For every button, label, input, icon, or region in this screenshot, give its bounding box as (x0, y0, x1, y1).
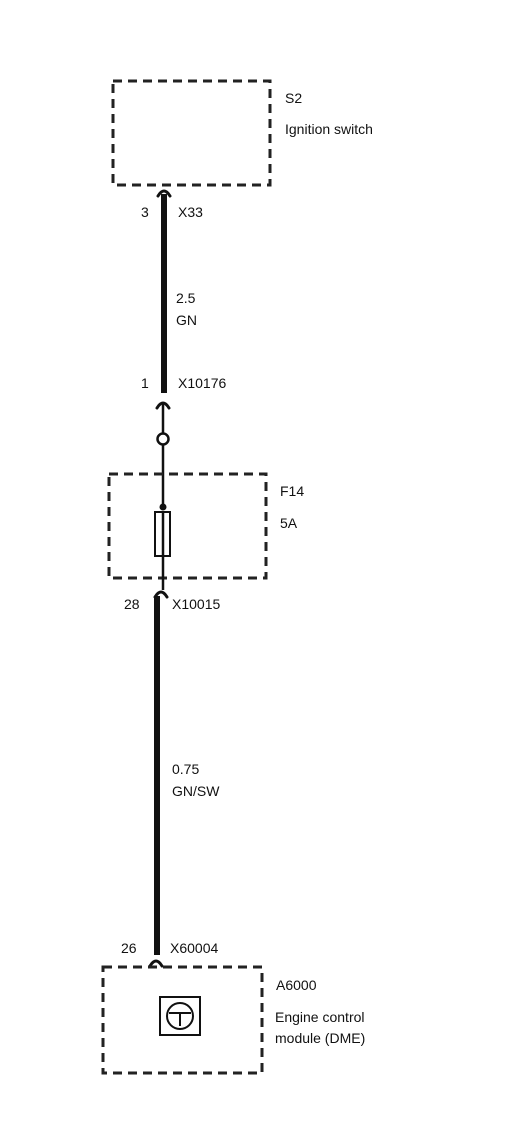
ignition-switch-id: S2 (285, 90, 302, 106)
connector-x60004-pin: 26 (121, 940, 137, 956)
fuse-terminal-dot (159, 503, 167, 511)
connector-x33-symbol (156, 189, 172, 198)
fuse-box (107, 472, 268, 580)
connector-x10015: 28 X10015 (124, 590, 220, 612)
fuse-rating: 5A (280, 515, 298, 531)
connector-x33-id: X33 (178, 204, 203, 220)
connector-x10015-id: X10015 (172, 596, 220, 612)
ecm-input-symbol (159, 996, 201, 1036)
ecm-input-frame (159, 996, 201, 1036)
ignition-switch-component: S2 Ignition switch (111, 79, 373, 187)
fuse-component: F14 5A (107, 472, 304, 590)
connector-x60004-symbol (148, 959, 164, 968)
ecm-name-line1: Engine control (275, 1009, 365, 1025)
wire-1: 2.5 GN (161, 194, 197, 393)
ecm-name-line2: module (DME) (275, 1030, 365, 1046)
ecm-id: A6000 (276, 977, 317, 993)
connector-x10015-pin: 28 (124, 596, 140, 612)
ignition-switch-box (111, 79, 272, 187)
wire-2-size: 0.75 (172, 761, 199, 777)
wire-1-size: 2.5 (176, 290, 196, 306)
splice-point (156, 432, 170, 446)
ignition-switch-name: Ignition switch (285, 121, 373, 137)
connector-x10015-symbol (153, 590, 169, 599)
connector-x60004: 26 X60004 (121, 940, 218, 968)
wire-2-color: GN/SW (172, 783, 220, 799)
connector-x33-pin: 3 (141, 204, 149, 220)
fuse-id: F14 (280, 483, 304, 499)
connector-x10176: 1 X10176 (141, 375, 226, 410)
ecm-component: A6000 Engine control module (DME) (101, 965, 365, 1075)
wire-1-color: GN (176, 312, 197, 328)
ecm-box (101, 965, 264, 1075)
ecm-input-circle (166, 1002, 194, 1030)
connector-x10176-id: X10176 (178, 375, 226, 391)
connector-x33: 3 X33 (141, 189, 203, 220)
wire-2: 0.75 GN/SW (154, 596, 220, 955)
connector-x60004-id: X60004 (170, 940, 218, 956)
connector-x10176-pin: 1 (141, 375, 149, 391)
